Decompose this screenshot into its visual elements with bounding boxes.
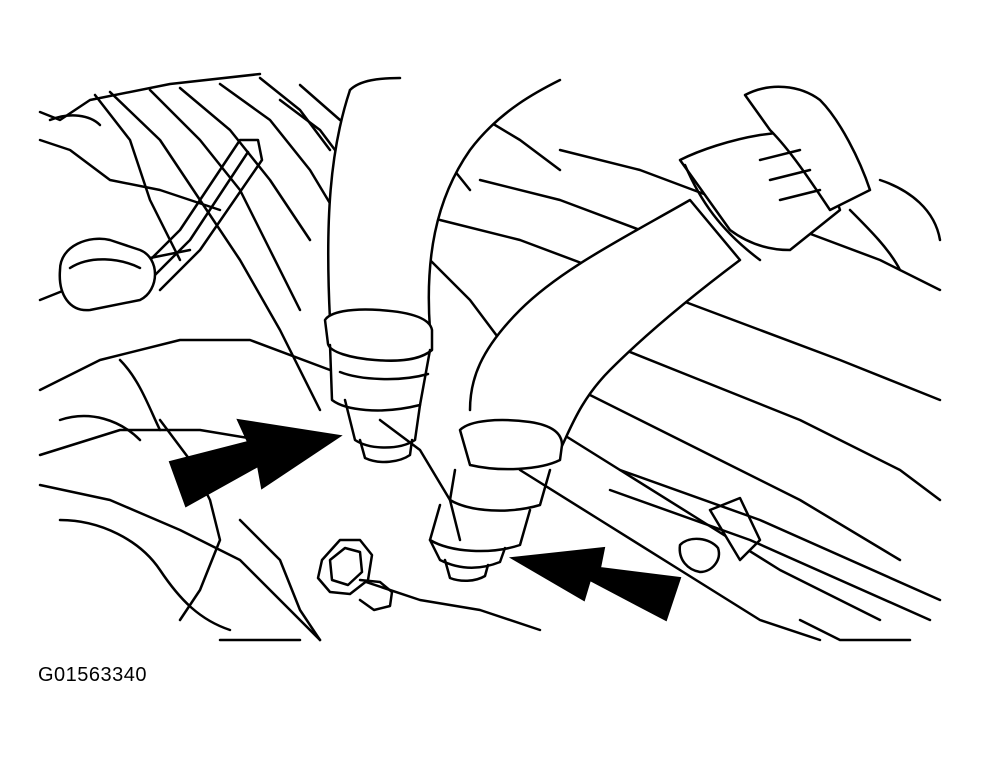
- right-hose: [428, 85, 872, 582]
- figure-id-label: G01563340: [38, 664, 148, 686]
- left-mount-bushing: [48, 114, 157, 312]
- callout-arrow-right: [508, 546, 682, 622]
- nut-bolt: [316, 538, 394, 612]
- metal-tube: [138, 138, 264, 292]
- clamp-clip: [608, 468, 942, 622]
- callout-arrow-left: [168, 418, 343, 508]
- left-hose: [323, 76, 562, 464]
